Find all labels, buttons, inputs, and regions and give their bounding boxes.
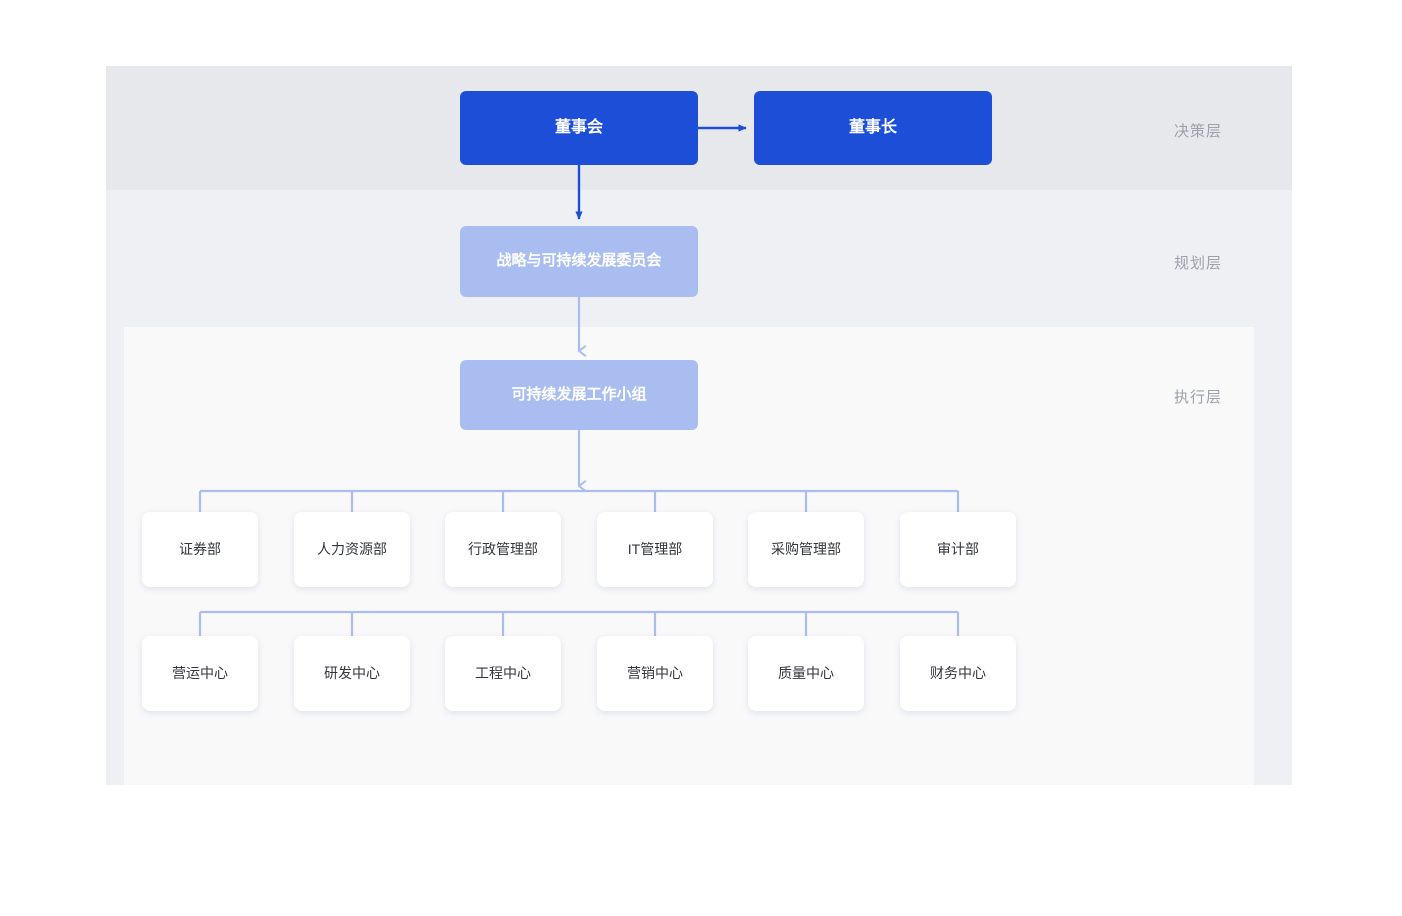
card-department[interactable]: 证券部 [142,512,258,587]
node-sustainability-workgroup[interactable]: 可持续发展工作小组 [460,360,698,430]
card-department[interactable]: IT管理部 [597,512,713,587]
layer-band-planning [106,190,1292,327]
card-center[interactable]: 营运中心 [142,636,258,711]
layer-label-execution: 执行层 [1174,389,1223,406]
card-center[interactable]: 财务中心 [900,636,1016,711]
card-department[interactable]: 行政管理部 [445,512,561,587]
layer-label-decision: 决策层 [1174,123,1223,140]
card-center[interactable]: 研发中心 [294,636,410,711]
card-department[interactable]: 审计部 [900,512,1016,587]
card-department[interactable]: 采购管理部 [748,512,864,587]
node-chairman[interactable]: 董事长 [754,91,992,165]
card-department[interactable]: 人力资源部 [294,512,410,587]
layer-label-planning: 规划层 [1174,255,1223,272]
card-center[interactable]: 质量中心 [748,636,864,711]
card-center[interactable]: 营销中心 [597,636,713,711]
card-center[interactable]: 工程中心 [445,636,561,711]
node-board-of-directors[interactable]: 董事会 [460,91,698,165]
node-strategy-sustainability-committee[interactable]: 战略与可持续发展委员会 [460,226,698,297]
